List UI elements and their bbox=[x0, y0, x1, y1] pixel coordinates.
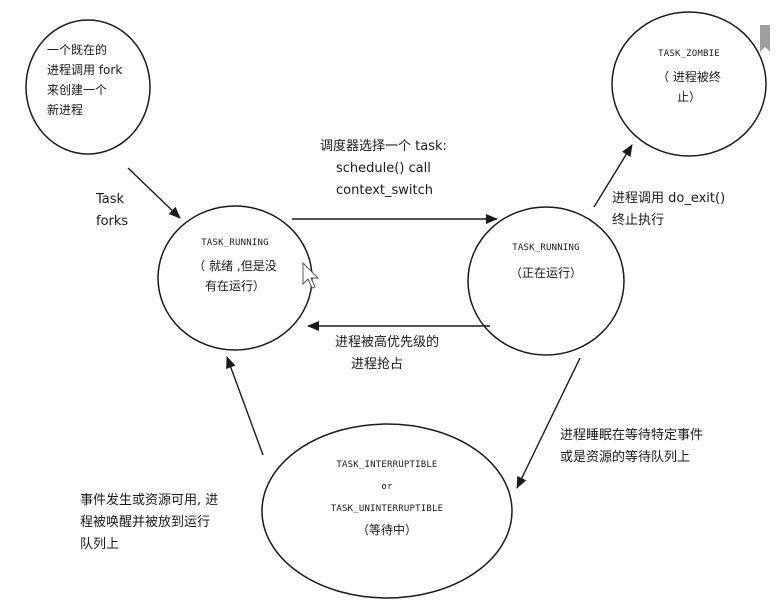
state-desc-line: （ 就绪 ,但是没 bbox=[193, 259, 277, 273]
label-line: 进程睡眠在等待特定事件 bbox=[560, 428, 704, 443]
label-line: Task bbox=[96, 192, 125, 207]
new-process-line: 一个既在的 bbox=[47, 43, 108, 57]
state-name-line: or bbox=[381, 482, 393, 492]
label-line: 进程被高优先级的 bbox=[335, 335, 440, 350]
task-zombie-text: TASK_ZOMBIE （ 进程被终 止） bbox=[633, 47, 745, 107]
state-desc-line: 止） bbox=[676, 90, 701, 104]
label-line: 队列上 bbox=[80, 537, 120, 552]
label-line: 进程抢占 bbox=[351, 357, 404, 372]
arrow-sleep bbox=[516, 357, 581, 489]
mouse-cursor-icon bbox=[302, 261, 320, 289]
new-process-circle bbox=[25, 19, 151, 155]
label-line: schedule() call bbox=[336, 161, 431, 176]
arrow-exit bbox=[593, 144, 633, 208]
state-name: TASK_ZOMBIE bbox=[658, 49, 720, 59]
task-zombie-circle bbox=[611, 11, 767, 157]
label-line: 终止执行 bbox=[612, 213, 665, 228]
new-process-text: 一个既在的 进程调用 fork 来创建一个 新进程 bbox=[47, 40, 122, 120]
arrow-wake bbox=[226, 356, 264, 456]
new-process-line: 来创建一个 bbox=[47, 83, 108, 97]
label-line: forks bbox=[96, 214, 129, 229]
label-line: 或是资源的等待队列上 bbox=[560, 450, 691, 465]
label-wake: 事件发生或资源可用, 进 程被唤醒并被放到运行 队列上 bbox=[80, 490, 218, 556]
state-name: TASK_RUNNING bbox=[512, 243, 580, 253]
task-running-active-circle bbox=[467, 206, 625, 356]
bookmark-icon[interactable] bbox=[760, 25, 770, 52]
label-preempt: 进程被高优先级的 进程抢占 bbox=[335, 332, 439, 376]
state-name-line: TASK_UNINTERRUPTIBLE bbox=[330, 504, 444, 514]
arrow-fork bbox=[127, 167, 181, 219]
state-name: TASK_RUNNING bbox=[201, 238, 269, 248]
label-line: context_switch bbox=[336, 183, 433, 198]
label-line: 进程调用 do_exit() bbox=[612, 191, 726, 206]
task-waiting-circle bbox=[261, 423, 513, 599]
new-process-line: 新进程 bbox=[47, 103, 84, 117]
state-desc-line: （等待中） bbox=[356, 523, 417, 537]
label-exit: 进程调用 do_exit() 终止执行 bbox=[612, 188, 725, 232]
label-schedule: 调度器选择一个 task: schedule() call context_sw… bbox=[320, 136, 447, 202]
task-running-active-text: TASK_RUNNING （正在运行） bbox=[488, 241, 604, 283]
task-running-ready-text: TASK_RUNNING （ 就绪 ,但是没 有在运行） bbox=[175, 236, 295, 296]
state-name-line: TASK_INTERRUPTIBLE bbox=[336, 460, 438, 470]
label-task-forks: Task forks bbox=[96, 189, 128, 233]
new-process-line: 进程调用 fork bbox=[47, 63, 123, 77]
label-sleep: 进程睡眠在等待特定事件 或是资源的等待队列上 bbox=[560, 425, 703, 469]
label-line: 事件发生或资源可用, 进 bbox=[80, 493, 219, 508]
state-desc-line: 有在运行） bbox=[204, 279, 265, 293]
label-line: 程被唤醒并被放到运行 bbox=[80, 515, 211, 530]
task-waiting-text: TASK_INTERRUPTIBLE or TASK_UNINTERRUPTIB… bbox=[297, 458, 477, 540]
state-desc-line: （正在运行） bbox=[509, 266, 582, 280]
label-line: 调度器选择一个 task: bbox=[320, 139, 447, 154]
state-desc-line: （ 进程被终 bbox=[657, 70, 721, 84]
